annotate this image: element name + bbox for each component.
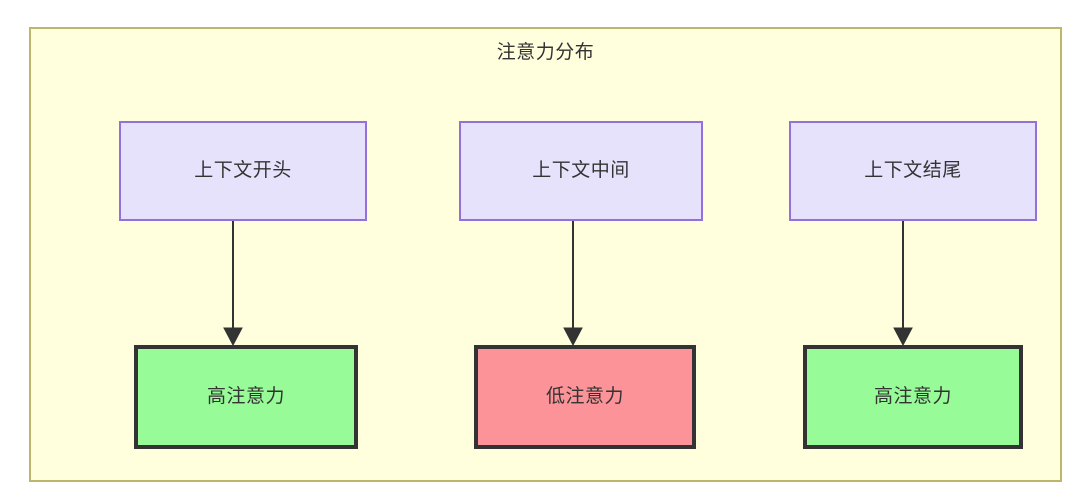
node-label: 高注意力: [206, 386, 285, 407]
edge-context-start-to-attention: [223, 221, 243, 347]
arrowhead-icon: [223, 327, 243, 347]
edge-context-end-to-attention: [893, 221, 913, 347]
node-label: 高注意力: [873, 386, 952, 407]
subgraph-container: 注意力分布 上下文开头 上下文中间 上下文结尾 高注意力 低: [29, 27, 1062, 482]
node-label: 低注意力: [545, 386, 624, 407]
node-attention-low-middle[interactable]: 低注意力: [474, 345, 696, 449]
node-attention-high-end[interactable]: 高注意力: [803, 345, 1023, 449]
node-label: 上下文结尾: [864, 160, 962, 181]
node-context-middle[interactable]: 上下文中间: [459, 121, 703, 221]
subgraph-title: 注意力分布: [496, 42, 595, 63]
node-context-end[interactable]: 上下文结尾: [789, 121, 1037, 221]
node-label: 上下文中间: [532, 160, 630, 181]
node-context-start[interactable]: 上下文开头: [119, 121, 367, 221]
edge-context-middle-to-attention: [563, 221, 583, 347]
node-label: 上下文开头: [194, 160, 292, 181]
node-attention-high-start[interactable]: 高注意力: [134, 345, 358, 449]
arrowhead-icon: [893, 327, 913, 347]
arrowhead-icon: [563, 327, 583, 347]
